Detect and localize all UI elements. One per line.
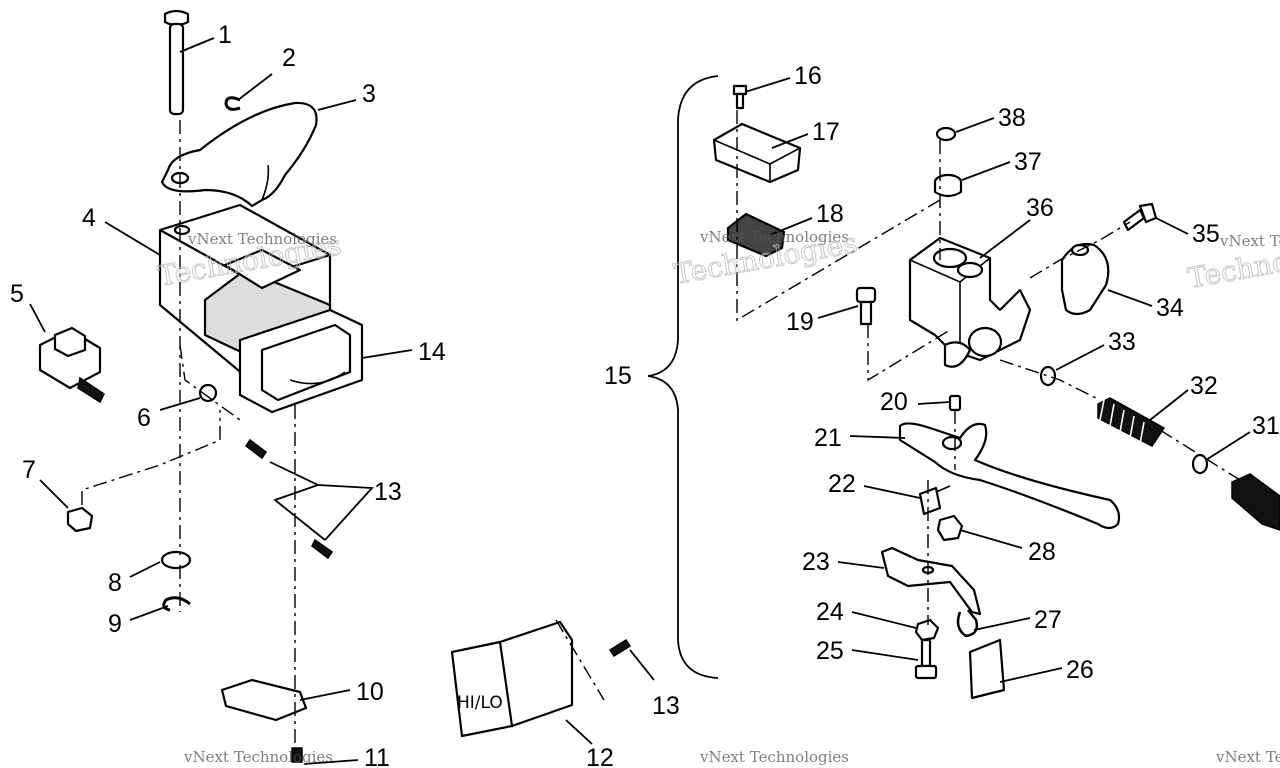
callout-31: 31 bbox=[1252, 412, 1280, 440]
diaphragm-part-18 bbox=[726, 212, 786, 258]
watermark-4: vNext Technologies bbox=[183, 748, 333, 766]
screws-part-13 bbox=[244, 438, 632, 658]
washer-part-33 bbox=[1039, 365, 1057, 387]
callout-13a: 13 bbox=[374, 478, 402, 506]
callout-35: 35 bbox=[1192, 220, 1220, 248]
callout-9: 9 bbox=[108, 610, 122, 638]
cap-part-17 bbox=[712, 122, 802, 184]
callout-22: 22 bbox=[828, 470, 856, 498]
right-leaders bbox=[744, 77, 1251, 683]
callout-27: 27 bbox=[1034, 606, 1062, 634]
callout-1: 1 bbox=[218, 21, 232, 49]
callout-2: 2 bbox=[282, 44, 296, 72]
callout-17: 17 bbox=[812, 118, 840, 146]
callout-16: 16 bbox=[794, 62, 822, 90]
bolt-part-19 bbox=[855, 286, 877, 326]
nut-part-28 bbox=[936, 514, 964, 542]
callout-21: 21 bbox=[814, 424, 842, 452]
callout-3: 3 bbox=[362, 80, 376, 108]
callout-28: 28 bbox=[1028, 538, 1056, 566]
callout-8: 8 bbox=[108, 569, 122, 597]
hilo-text: HI/LO bbox=[457, 693, 503, 713]
callout-15: 15 bbox=[604, 362, 632, 390]
master-cylinder-part-36 bbox=[908, 236, 1032, 368]
pin-part-20 bbox=[948, 394, 962, 412]
screw-part-16 bbox=[732, 84, 748, 110]
callout-25: 25 bbox=[816, 637, 844, 665]
watermark-6: vNext Technologies bbox=[1215, 748, 1280, 766]
spring-part-27 bbox=[956, 609, 979, 638]
callout-labels: 1 2 3 4 5 6 7 8 9 10 11 12 13 13 14 15 1… bbox=[10, 21, 1280, 768]
callout-24: 24 bbox=[816, 598, 844, 626]
clamp-part-34 bbox=[1060, 242, 1110, 316]
callout-5: 5 bbox=[10, 280, 24, 308]
washer-part-31 bbox=[1191, 453, 1209, 475]
watermark-5: vNext Technologies bbox=[699, 748, 849, 766]
pin-part-1 bbox=[163, 9, 190, 116]
callout-36: 36 bbox=[1026, 194, 1054, 222]
callout-13b: 13 bbox=[652, 692, 680, 720]
callout-34: 34 bbox=[1156, 294, 1184, 322]
washer-part-38 bbox=[935, 126, 957, 142]
throttle-lever-part-3 bbox=[160, 101, 318, 208]
nut-part-7 bbox=[66, 506, 94, 533]
brake-lever-part-21 bbox=[898, 422, 1121, 530]
washer-part-8 bbox=[160, 550, 192, 570]
callout-23: 23 bbox=[802, 548, 830, 576]
callout-32: 32 bbox=[1190, 372, 1218, 400]
callout-6: 6 bbox=[137, 404, 151, 432]
callout-38: 38 bbox=[998, 104, 1026, 132]
watermark-2: vNext Technologies bbox=[699, 228, 849, 246]
callout-4: 4 bbox=[82, 204, 96, 232]
cap-part-37 bbox=[933, 173, 963, 198]
spring-part-22 bbox=[918, 485, 951, 516]
callout-18: 18 bbox=[816, 200, 844, 228]
switch-part-26 bbox=[968, 638, 1006, 700]
watermark-3: vNext Technologies bbox=[1219, 232, 1280, 250]
clip-part-9 bbox=[162, 596, 191, 612]
switch-part-5 bbox=[38, 326, 105, 404]
screw-part-11 bbox=[291, 747, 303, 763]
hilo-switch-part-12: HI/LO bbox=[450, 620, 574, 738]
boot-part-14 bbox=[238, 308, 364, 414]
callout-37: 37 bbox=[1014, 148, 1042, 176]
nut-part-24 bbox=[914, 618, 940, 642]
watermark-1: vNext Technologies bbox=[187, 230, 337, 248]
screw-part-35 bbox=[1122, 202, 1158, 232]
spring-part-31 bbox=[1231, 473, 1280, 531]
brace-part-15 bbox=[647, 75, 719, 679]
left-leaders bbox=[29, 37, 655, 765]
bracket-part-23 bbox=[880, 546, 982, 616]
callout-10: 10 bbox=[356, 678, 384, 706]
callout-11: 11 bbox=[364, 744, 390, 768]
callout-14: 14 bbox=[418, 338, 446, 366]
clip-part-2 bbox=[224, 96, 241, 111]
callout-20: 20 bbox=[880, 388, 908, 416]
cover-part-10 bbox=[220, 678, 308, 722]
spring-part-32 bbox=[1097, 397, 1166, 447]
callout-26: 26 bbox=[1066, 656, 1094, 684]
callout-19: 19 bbox=[786, 308, 814, 336]
callout-33: 33 bbox=[1108, 328, 1136, 356]
bushing-part-6 bbox=[198, 383, 218, 403]
screw-part-25 bbox=[914, 638, 938, 680]
callout-12: 12 bbox=[586, 744, 614, 768]
callout-7: 7 bbox=[22, 456, 36, 484]
